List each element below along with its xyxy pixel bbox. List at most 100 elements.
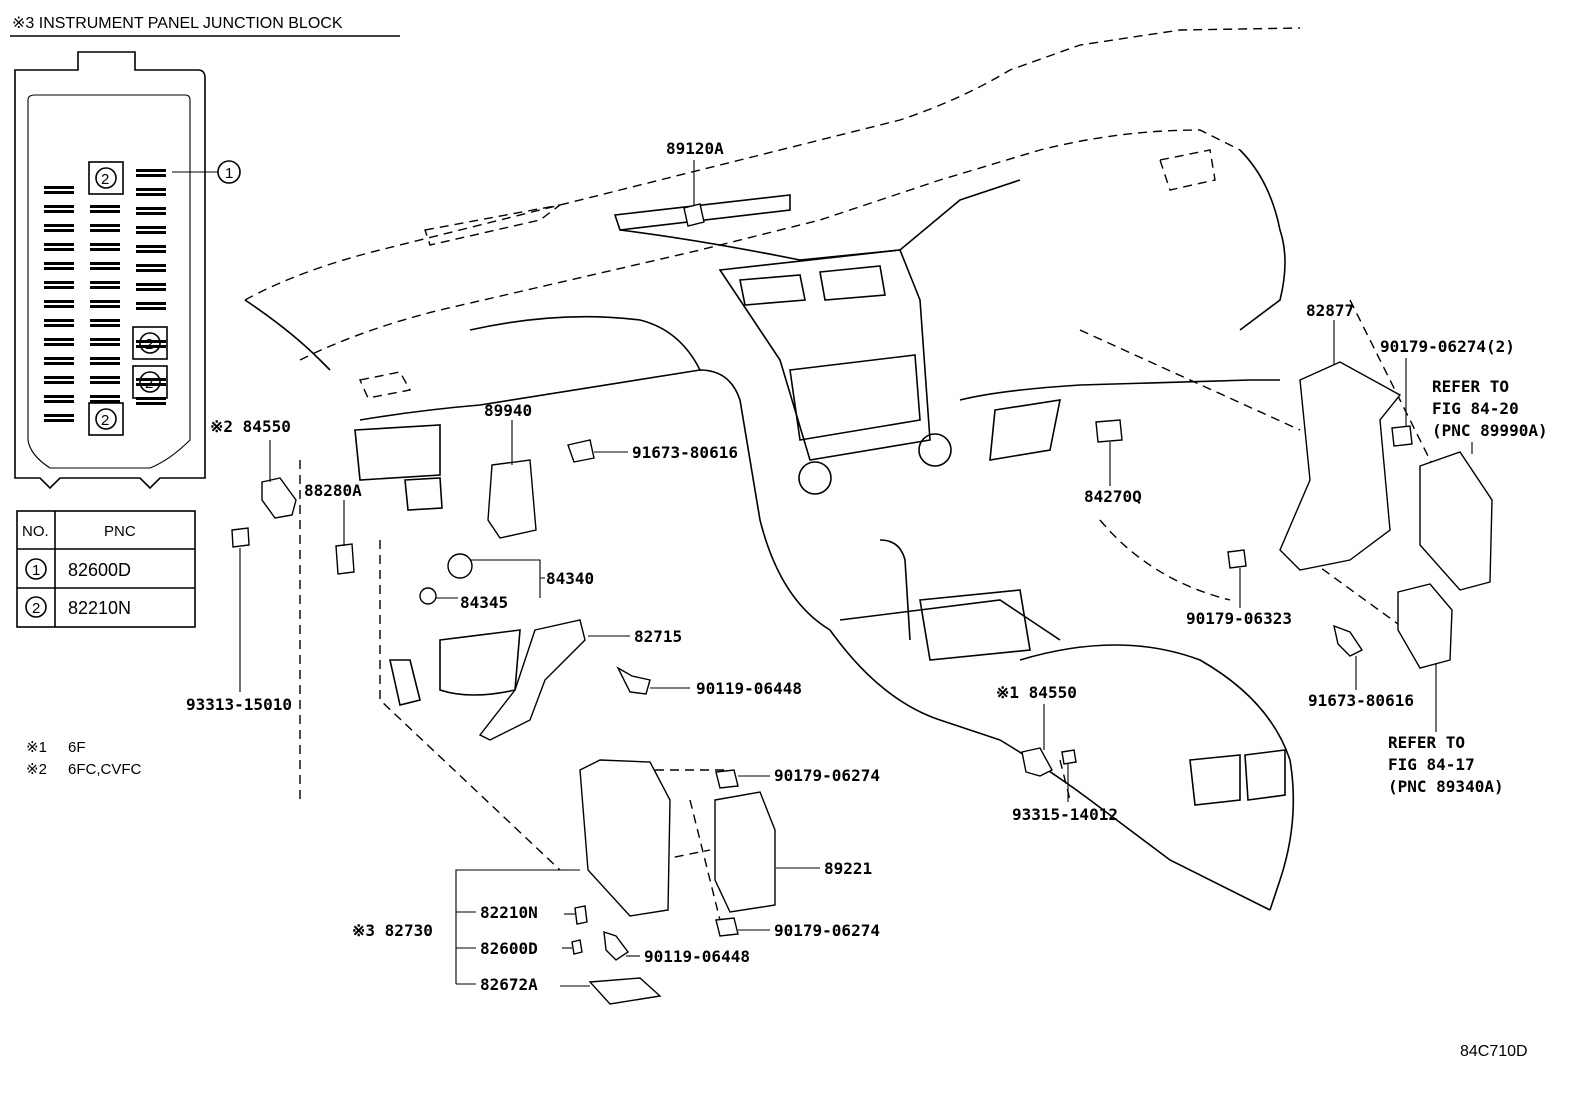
part-84340-switch bbox=[419, 553, 473, 605]
fuse-slot-bar bbox=[44, 376, 74, 379]
svg-text:2: 2 bbox=[145, 375, 153, 392]
svg-text:1: 1 bbox=[225, 165, 233, 182]
label-91673-80616-b: 91673-80616 bbox=[1308, 691, 1414, 710]
refer-2-line-2: FIG 84-17 bbox=[1388, 755, 1475, 774]
fuse-slot-bar bbox=[90, 281, 120, 284]
marker-box-2-c: 2 bbox=[132, 365, 168, 399]
part-82877-bracket bbox=[1279, 361, 1402, 571]
label-84550-sw1: ※1 84550 bbox=[996, 683, 1077, 702]
fuse-slot-bar bbox=[44, 186, 74, 189]
pnc-table: NO. PNC 1 82600D 2 82210N bbox=[16, 510, 196, 628]
fuse-slot-bar bbox=[44, 400, 74, 403]
note-2-text: 6FC,CVFC bbox=[68, 761, 142, 778]
refer-1-line-2: FIG 84-20 bbox=[1432, 399, 1519, 418]
fuse-slot-bar bbox=[136, 188, 166, 191]
fuse-slot-bar bbox=[44, 357, 74, 360]
refer-2-line-3: (PNC 89340A) bbox=[1388, 777, 1504, 796]
fuse-slot-bar bbox=[44, 191, 74, 194]
junction-block-illustration bbox=[14, 51, 206, 490]
fuse-slot-bar bbox=[44, 419, 74, 422]
fuse-slot-bar bbox=[90, 324, 120, 327]
fuse-slot-bar bbox=[90, 267, 120, 270]
part-90179-nut-a bbox=[715, 769, 739, 789]
part-labels: 89120A ※2 84550 89940 91673-80616 88280A… bbox=[186, 139, 1548, 1060]
label-90179-06274-b: 90179-06274 bbox=[774, 921, 880, 940]
table-row-2-pnc: 82210N bbox=[68, 598, 131, 618]
marker-box-2-b: 2 bbox=[132, 326, 168, 360]
fuse-slot-bar bbox=[136, 245, 166, 248]
note-2-mark: ※2 bbox=[26, 761, 47, 778]
part-90119-bolt-b bbox=[603, 930, 630, 961]
junction-block-title: ※3 INSTRUMENT PANEL JUNCTION BLOCK bbox=[12, 15, 343, 32]
marker-box-2-d: 2 bbox=[88, 402, 124, 436]
part-84550-sw1 bbox=[1021, 747, 1077, 777]
fuse-slot-bar bbox=[44, 281, 74, 284]
fuse-slot-bar bbox=[136, 269, 166, 272]
fuse-slot-bar bbox=[44, 210, 74, 213]
label-82600D: 82600D bbox=[480, 939, 538, 958]
fuse-slot-bar bbox=[136, 345, 166, 348]
fuse-slot-bar bbox=[136, 378, 166, 381]
fuse-slot-bar bbox=[90, 305, 120, 308]
fuse-slot-bar bbox=[136, 250, 166, 253]
label-90119-06448-a: 90119-06448 bbox=[696, 679, 802, 698]
table-header-no: NO. bbox=[22, 523, 49, 540]
label-84345: 84345 bbox=[460, 593, 508, 612]
fuse-slot-bar bbox=[136, 226, 166, 229]
fuse-slot-bar bbox=[90, 357, 120, 360]
fuse-slot-bar bbox=[136, 340, 166, 343]
label-90179-06274-2: 90179-06274(2) bbox=[1380, 337, 1515, 356]
part-90179-nut-d bbox=[1227, 549, 1247, 569]
fuse-slot-bar bbox=[90, 248, 120, 251]
fuse-slot-bar bbox=[90, 395, 120, 398]
part-82600D-fuse bbox=[571, 939, 583, 955]
fuse-slot-bar bbox=[44, 324, 74, 327]
marker-box-2-a: 2 bbox=[88, 161, 124, 195]
fuse-slot-bar bbox=[44, 205, 74, 208]
fuse-slot-bar bbox=[44, 343, 74, 346]
part-82715-bracket bbox=[478, 619, 586, 741]
table-row-1-no: 1 bbox=[32, 562, 40, 579]
part-84270Q-switch bbox=[1095, 419, 1123, 443]
part-82730-junction-block bbox=[579, 759, 671, 917]
part-89940-sensor bbox=[487, 439, 595, 539]
fuse-slot-bar bbox=[44, 300, 74, 303]
fuse-slot-bar bbox=[90, 376, 120, 379]
part-89120A-clip bbox=[683, 203, 705, 227]
label-91673-80616-a: 91673-80616 bbox=[632, 443, 738, 462]
label-84340: 84340 bbox=[546, 569, 594, 588]
fuse-slot-bar bbox=[44, 319, 74, 322]
dashboard-outline bbox=[244, 27, 1441, 921]
fuse-slot-bar bbox=[44, 286, 74, 289]
part-90119-bolt-a bbox=[616, 666, 651, 695]
fuse-slot-bar bbox=[136, 288, 166, 291]
figure-code: 84C710D bbox=[1460, 1043, 1528, 1060]
fuse-slot-bar bbox=[136, 207, 166, 210]
fuse-slot-bar bbox=[136, 231, 166, 234]
label-89940: 89940 bbox=[484, 401, 532, 420]
fuse-slot-bar bbox=[44, 395, 74, 398]
fuse-slot-bar bbox=[90, 300, 120, 303]
label-84270Q: 84270Q bbox=[1084, 487, 1142, 506]
fuse-slot-bar bbox=[90, 229, 120, 232]
fuse-slot-bar bbox=[136, 302, 166, 305]
refer-1-line-1: REFER TO bbox=[1432, 377, 1509, 396]
label-90179-06323: 90179-06323 bbox=[1186, 609, 1292, 628]
part-89221-ecu bbox=[714, 791, 776, 913]
part-ecu-89990A bbox=[1419, 451, 1493, 591]
label-82877: 82877 bbox=[1306, 301, 1354, 320]
label-89221: 89221 bbox=[824, 859, 872, 878]
table-header-pnc: PNC bbox=[104, 523, 136, 540]
fuse-slot-bar bbox=[44, 262, 74, 265]
part-91673-bolt-b bbox=[1333, 624, 1364, 657]
part-82672A-cover bbox=[588, 977, 662, 1005]
label-84550-sw2: ※2 84550 bbox=[210, 417, 291, 436]
fuse-slot-bar bbox=[90, 343, 120, 346]
part-90179-nut-b bbox=[715, 917, 739, 937]
label-89120A: 89120A bbox=[666, 139, 724, 158]
callout-1: 1 bbox=[172, 160, 241, 184]
fuse-slot-bar bbox=[44, 362, 74, 365]
part-82210N-fuse bbox=[574, 905, 588, 925]
leader-lines bbox=[239, 160, 1473, 987]
table-row-2-no: 2 bbox=[32, 600, 40, 617]
